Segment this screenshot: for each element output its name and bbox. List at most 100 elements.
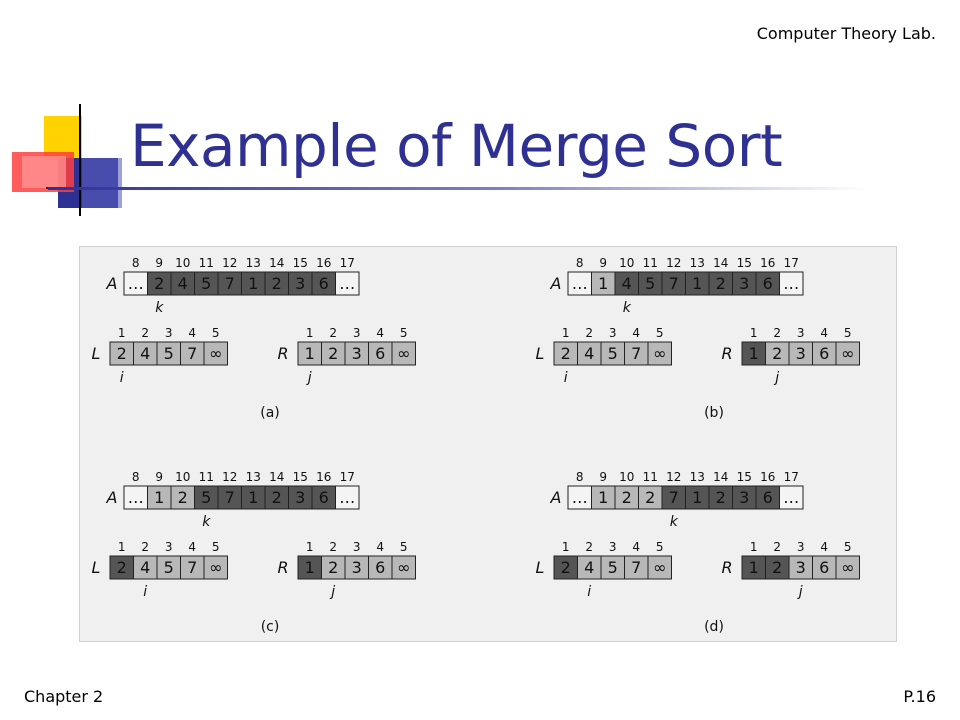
R-index: 5 [400,326,408,340]
R-cell-value: 1 [305,558,315,577]
label-R: R [277,558,288,577]
R-index: 2 [329,540,337,554]
L-index: 2 [141,326,149,340]
L-cell-value: ∞ [209,344,222,363]
L-index: 1 [118,326,126,340]
L-index: 5 [656,540,664,554]
array-index: 16 [316,470,331,484]
array-cell-ellipsis-value: … [339,274,355,293]
L-cell-box [647,555,672,580]
R-cell-value: 1 [749,344,759,363]
array-cell-value: 1 [598,274,608,293]
R-cell-box [391,555,416,580]
L-index: 4 [632,540,640,554]
array-cell-ellipsis-value: … [783,274,799,293]
array-index: 13 [690,256,705,270]
array-cell-ellipsis-box [779,485,804,510]
array-index: 9 [155,470,163,484]
label-L: L [92,558,101,577]
title-underline [48,187,868,190]
array-index: 10 [175,470,190,484]
L-index: 3 [609,540,617,554]
array-cell-value: 4 [178,274,188,293]
L-index: 2 [141,540,149,554]
array-cell-ellipsis-value: … [783,488,799,507]
array-index: 8 [576,470,584,484]
array-index: 14 [269,256,284,270]
array-index: 17 [784,470,799,484]
R-cell-box [835,555,860,580]
R-cell-value: 2 [772,558,782,577]
array-cell-value: 7 [225,488,235,507]
array-cell-value: 5 [645,274,655,293]
array-cell-ellipsis-box [779,271,804,296]
array-index: 17 [340,256,355,270]
R-index: 1 [750,540,758,554]
array-index: 10 [619,256,634,270]
array-cell-value: 4 [622,274,632,293]
L-index: 1 [562,540,570,554]
R-index: 4 [820,540,828,554]
R-index: 4 [376,540,384,554]
pointer-i: i [143,584,147,600]
array-cell-value: 6 [319,274,329,293]
lab-name: Computer Theory Lab. [756,24,936,43]
array-cell-value: 3 [739,274,749,293]
L-cell-value: 7 [631,558,641,577]
R-cell-box [391,341,416,366]
array-index: 15 [293,470,308,484]
L-index: 1 [562,326,570,340]
L-index: 5 [212,540,220,554]
array-cell-value: 3 [295,274,305,293]
L-cell-value: ∞ [653,344,666,363]
R-index: 3 [797,540,805,554]
array-index: 11 [643,256,658,270]
array-cell-ellipsis-box [335,271,360,296]
R-index: 5 [844,326,852,340]
array-index: 8 [132,470,140,484]
L-cell-box [647,341,672,366]
L-cell-box [203,341,228,366]
R-index: 5 [400,540,408,554]
array-cell-value: 2 [154,274,164,293]
R-cell-value: ∞ [397,344,410,363]
array-cell-value: 3 [739,488,749,507]
array-index: 14 [713,470,728,484]
array-cell-value: 7 [669,488,679,507]
L-cell-value: 5 [164,344,174,363]
array-cell-value: 2 [178,488,188,507]
L-index: 3 [165,540,173,554]
array-cell-value: 1 [248,274,258,293]
array-cell-ellipsis-value: … [572,274,588,293]
L-cell-value: 2 [561,558,571,577]
array-cell-value: 6 [763,274,773,293]
R-cell-value: ∞ [841,344,854,363]
R-index: 4 [376,326,384,340]
L-cell-value: 5 [608,344,618,363]
R-cell-value: 6 [375,344,385,363]
array-cell-value: 1 [692,274,702,293]
L-index: 2 [585,326,593,340]
array-index: 15 [293,256,308,270]
array-cell-value: 2 [716,488,726,507]
pointer-k: k [155,300,164,316]
array-cell-ellipsis-value: … [339,488,355,507]
label-L: L [536,344,545,363]
R-cell-value: 3 [796,344,806,363]
pointer-k: k [623,300,632,316]
array-index: 16 [760,256,775,270]
L-index: 4 [632,326,640,340]
array-cell-value: 3 [295,488,305,507]
array-index: 9 [599,256,607,270]
array-index: 14 [269,470,284,484]
array-cell-value: 1 [692,488,702,507]
pointer-k: k [670,514,679,530]
L-cell-value: 7 [631,344,641,363]
panel-caption: (c) [261,619,280,635]
chapter-label: Chapter 2 [24,687,104,706]
array-index: 13 [246,256,261,270]
L-cell-value: 4 [584,344,594,363]
R-index: 2 [329,326,337,340]
pointer-j: j [797,584,803,600]
